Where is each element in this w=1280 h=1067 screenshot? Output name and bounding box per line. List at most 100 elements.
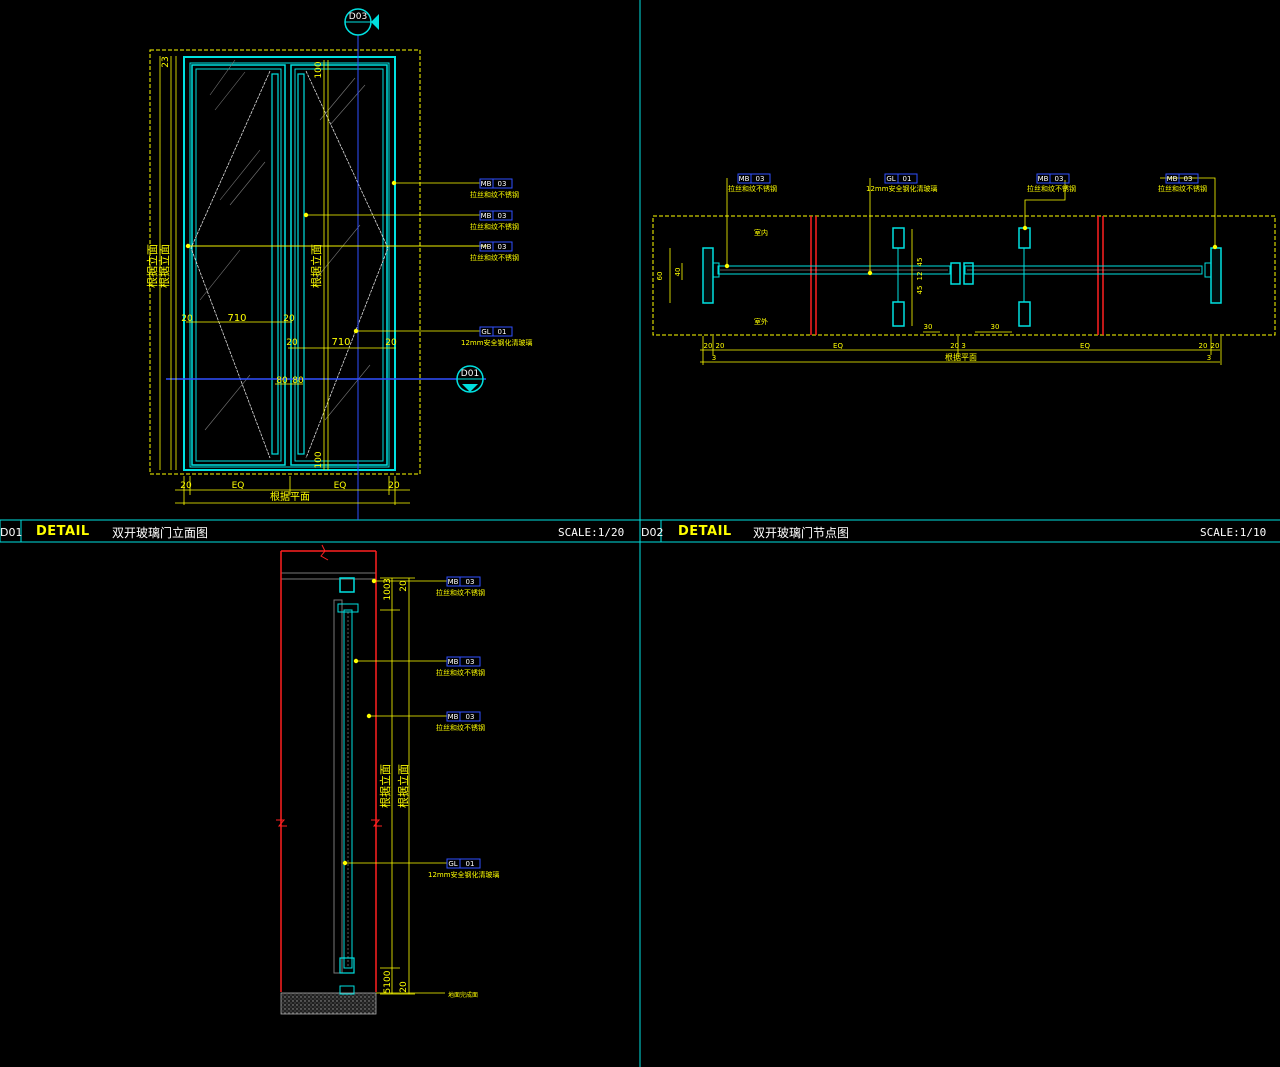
panel-d01-detail: DETAIL <box>36 524 90 539</box>
dim-bottom-100: 100 <box>314 451 324 468</box>
svg-text:03: 03 <box>756 175 765 183</box>
section-marker-top[interactable]: D03 <box>344 8 379 36</box>
svg-text:03: 03 <box>1184 175 1193 183</box>
svg-text:12mm安全钢化清玻璃: 12mm安全钢化清玻璃 <box>428 870 500 879</box>
callout-tag[interactable]: MB 03 拉丝和纹不锈钢 <box>436 656 485 677</box>
dim-right-20a: 20 <box>286 338 298 348</box>
callout-tag[interactable]: MB 03 拉丝和纹不锈钢 <box>1027 173 1076 193</box>
plan-dim-45a: 45 <box>916 258 924 267</box>
label-outside: 室外 <box>754 317 768 326</box>
svg-text:12mm安全钢化清玻璃: 12mm安全钢化清玻璃 <box>461 338 533 347</box>
svg-text:MB: MB <box>739 175 750 183</box>
dim-left-20b: 20 <box>283 314 295 324</box>
elevation-callouts: MB 03 拉丝和纹不锈钢 MB 03 拉丝和纹不锈钢 MB 03 拉丝和纹不锈… <box>461 178 533 347</box>
panel-d02-scale: SCALE:1/10 <box>1200 526 1267 539</box>
dim-height-inner: 根据立面 <box>157 244 171 288</box>
svg-text:拉丝和纹不锈钢: 拉丝和纹不锈钢 <box>436 723 485 732</box>
plan-dim-20d: 20 <box>1211 342 1220 350</box>
callout-tag[interactable]: MB 03 拉丝和纹不锈钢 <box>436 711 485 732</box>
svg-text:MB: MB <box>448 658 459 666</box>
svg-text:MB: MB <box>481 212 492 220</box>
svg-text:GL: GL <box>448 860 457 868</box>
plan-dim-20b: 20 <box>716 342 725 350</box>
door-plan-section: 室内 室外 20 20 20 20 EQ EQ 20 3 根据平面 3 3 30… <box>652 177 1276 365</box>
svg-text:MB: MB <box>481 243 492 251</box>
svg-text:拉丝和纹不锈钢: 拉丝和纹不锈钢 <box>470 222 519 231</box>
callout-tag[interactable]: GL 01 12mm安全钢化清玻璃 <box>866 173 938 193</box>
label-inside: 室内 <box>754 228 768 237</box>
dim-left-width: 710 <box>227 313 246 324</box>
svg-text:拉丝和纹不锈钢: 拉丝和纹不锈钢 <box>470 190 519 199</box>
side-dim-20-top: 20 <box>399 580 409 592</box>
plan-dim-40: 40 <box>674 268 682 277</box>
dim-left-20a: 20 <box>181 314 193 324</box>
side-dim-20-bottom: 20 <box>399 981 409 993</box>
plan-dim-20a: 20 <box>704 342 713 350</box>
plan-callouts: MB 03 拉丝和纹不锈钢 GL 01 12mm安全钢化清玻璃 MB 03 拉丝… <box>728 173 1207 193</box>
section-marker-right[interactable]: D01 <box>456 365 484 393</box>
dim-top-23: 23 <box>161 56 171 67</box>
callout-tag[interactable]: MB 03 拉丝和纹不锈钢 <box>470 178 519 199</box>
svg-text:MB: MB <box>1038 175 1049 183</box>
plan-dim-60: 60 <box>656 272 664 281</box>
svg-text:拉丝和纹不锈钢: 拉丝和纹不锈钢 <box>470 253 519 262</box>
panel-d02-detail: DETAIL <box>678 524 732 539</box>
callout-tag[interactable]: MB 03 拉丝和纹不锈钢 <box>470 210 519 231</box>
side-callouts: MB 03 拉丝和纹不锈钢 MB 03 拉丝和纹不锈钢 MB 03 拉丝和纹不锈… <box>428 576 500 879</box>
plan-dim-eq-left: EQ <box>833 342 843 350</box>
floor-label: 地面完成面 <box>448 991 478 999</box>
dim-height-outer: 根据立面 <box>145 244 159 288</box>
side-dim-height-b: 根据立面 <box>396 764 410 808</box>
callout-tag[interactable]: GL 01 12mm安全钢化清玻璃 <box>461 326 533 347</box>
svg-text:03: 03 <box>466 578 475 586</box>
callout-tag[interactable]: MB 03 拉丝和纹不锈钢 <box>436 576 485 597</box>
dim-80-left: 80 <box>276 376 288 386</box>
dim-height-center: 根据立面 <box>309 244 323 288</box>
dim-bottom-eq-right: EQ <box>334 481 347 491</box>
callout-tag[interactable]: MB 03 拉丝和纹不锈钢 <box>728 173 777 193</box>
panel-d02-tag: D02 <box>641 526 664 539</box>
svg-text:03: 03 <box>498 243 507 251</box>
marker-top-label: D03 <box>349 12 367 22</box>
callout-tag[interactable]: GL 01 12mm安全钢化清玻璃 <box>428 858 500 879</box>
svg-text:01: 01 <box>903 175 912 183</box>
side-dim-top: 100 <box>383 583 393 600</box>
svg-text:03: 03 <box>498 180 507 188</box>
svg-text:01: 01 <box>498 328 507 336</box>
svg-text:12mm安全钢化清玻璃: 12mm安全钢化清玻璃 <box>866 184 938 193</box>
callout-tag[interactable]: MB 03 拉丝和纹不锈钢 <box>1158 173 1207 193</box>
svg-text:拉丝和纹不锈钢: 拉丝和纹不锈钢 <box>436 588 485 597</box>
svg-text:GL: GL <box>481 328 490 336</box>
svg-text:MB: MB <box>448 713 459 721</box>
svg-text:03: 03 <box>1055 175 1064 183</box>
svg-text:MB: MB <box>481 180 492 188</box>
panel-d01-scale: SCALE:1/20 <box>558 526 625 539</box>
svg-text:01: 01 <box>466 860 475 868</box>
plan-dim-center: 20 3 <box>950 342 966 350</box>
dim-80-right: 80 <box>292 376 304 386</box>
dim-right-20b: 20 <box>385 338 397 348</box>
marker-right-label: D01 <box>461 369 479 379</box>
plan-dim-plan: 根据平面 <box>945 352 977 362</box>
panel-d01-tag: D01 <box>0 526 23 539</box>
dim-bottom-20b: 20 <box>388 481 400 491</box>
svg-text:03: 03 <box>466 658 475 666</box>
panel-d02-title: 双开玻璃门节点图 <box>753 526 850 540</box>
svg-text:拉丝和纹不锈钢: 拉丝和纹不锈钢 <box>436 668 485 677</box>
dim-right-width: 710 <box>331 337 350 348</box>
callout-tag[interactable]: MB 03 拉丝和纹不锈钢 <box>470 241 519 262</box>
door-side-section: 100 3 20 5100 20 根据立面 根据立面 地面完成面 <box>276 544 478 1015</box>
plan-dim-30a: 30 <box>924 323 933 331</box>
svg-text:MB: MB <box>1167 175 1178 183</box>
svg-text:拉丝和纹不锈钢: 拉丝和纹不锈钢 <box>1027 184 1076 193</box>
svg-text:MB: MB <box>448 578 459 586</box>
dim-bottom-eq-left: EQ <box>232 481 245 491</box>
plan-dim-30b: 30 <box>991 323 1000 331</box>
panel-d01-title: 双开玻璃门立面图 <box>112 526 209 540</box>
svg-text:03: 03 <box>466 713 475 721</box>
plan-dim-12: 12 <box>916 272 924 281</box>
side-dim-bottom: 5100 <box>383 970 393 993</box>
svg-text:拉丝和纹不锈钢: 拉丝和纹不锈钢 <box>728 184 777 193</box>
dim-bottom-plan: 根据平面 <box>270 490 310 503</box>
